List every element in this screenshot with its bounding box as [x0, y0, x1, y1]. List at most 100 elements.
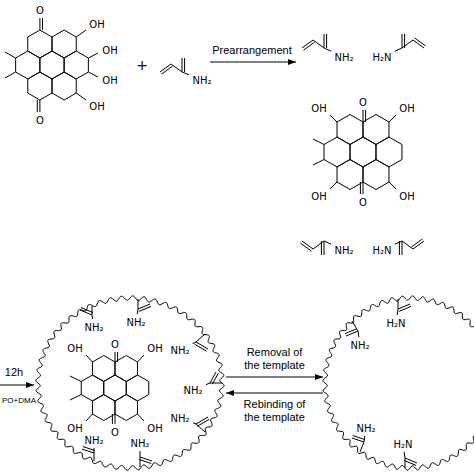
bond-line: [313, 139, 324, 145]
group-label: NH₂: [130, 438, 149, 449]
group-label: NH₂: [170, 413, 189, 424]
bond-line: [193, 342, 196, 344]
aromatic-ring: [363, 115, 389, 145]
double-bond-line: [139, 306, 151, 311]
double-bond-line: [353, 436, 365, 440]
atom-label: OH: [102, 75, 117, 86]
double-bond-line: [197, 419, 209, 426]
step-label: Removal of the template: [241, 346, 309, 372]
group-label: NH₂: [183, 385, 202, 396]
atom-label: OH: [399, 103, 414, 114]
double-bond-line: [117, 352, 118, 362]
bond-line: [76, 30, 86, 37]
bond-line: [138, 304, 150, 309]
bond-line: [405, 458, 406, 468]
bond-line: [182, 72, 189, 75]
aromatic-ring: [92, 356, 115, 382]
double-bond-line: [112, 414, 113, 424]
double-bond-line: [195, 344, 207, 351]
atom-label: H₂N: [372, 245, 391, 256]
double-bond-line: [404, 34, 405, 48]
bond-line: [313, 241, 324, 249]
atom-label: OH: [399, 191, 414, 202]
step-label: 12h: [5, 366, 23, 378]
bond-line: [5, 72, 16, 78]
reagent-label: PO+DMA: [2, 396, 36, 405]
double-bond-line: [360, 182, 361, 194]
bond-line: [88, 53, 98, 58]
group-label: OH: [147, 343, 162, 354]
double-bond-line: [411, 239, 422, 247]
bond-line: [86, 355, 93, 362]
double-bond-line: [365, 110, 366, 122]
double-bond-line: [399, 241, 400, 255]
atom-label: OH: [89, 19, 104, 30]
group-label: NH₂: [170, 345, 189, 356]
double-bond-line: [162, 66, 173, 74]
double-bond-line: [37, 100, 38, 112]
atom-label: O: [359, 197, 367, 208]
bond-line: [402, 34, 403, 48]
double-bond-line: [304, 42, 315, 50]
atom-label: O: [36, 115, 44, 126]
bond-line: [389, 182, 396, 189]
bond-line: [398, 304, 410, 309]
bond-line: [140, 451, 141, 457]
bond-line: [324, 34, 325, 48]
bond-line: [360, 442, 364, 452]
atom-label: OH: [102, 45, 117, 56]
bond-line: [86, 414, 93, 421]
process-arrow: [226, 377, 323, 378]
bond-line: [39, 18, 40, 30]
bond-line: [395, 241, 402, 244]
polymer-cavity: H₂NNH₂NH₂H₂N: [323, 296, 474, 472]
polymer-outline: [323, 296, 474, 470]
bond-line: [210, 383, 222, 384]
bond-line: [324, 48, 331, 51]
atom-label: O: [359, 97, 367, 108]
structure-group: [0, 18, 426, 468]
bond-line: [363, 182, 364, 194]
bond-line: [115, 352, 116, 362]
bond-line: [137, 309, 139, 314]
aromatic-ring: [81, 375, 104, 401]
bond-line: [389, 115, 396, 122]
bond-line: [395, 48, 402, 51]
atom-label: NH₂: [334, 245, 353, 256]
bond-line: [402, 241, 413, 249]
double-bond-line: [415, 38, 426, 46]
atom-label: OH: [311, 103, 326, 114]
group-label: OH: [147, 423, 162, 434]
aromatic-ring: [115, 356, 138, 382]
process-arrow: [0, 385, 34, 386]
bond-line: [92, 306, 93, 315]
group-label: NH₂: [126, 317, 145, 328]
aromatic-ring: [52, 30, 76, 58]
process-arrow: [226, 393, 323, 394]
bond-line: [94, 453, 95, 461]
bond-line: [313, 160, 324, 166]
bond-line: [196, 334, 205, 342]
atom-label: NH₂: [192, 75, 211, 86]
group-label: OH: [67, 423, 82, 434]
bond-line: [182, 58, 183, 72]
bond-line: [70, 376, 81, 382]
bond-line: [88, 72, 98, 77]
aromatic-ring: [324, 137, 350, 167]
aromatic-ring: [350, 137, 376, 167]
bond-line: [138, 355, 145, 362]
aromatic-ring: [337, 160, 363, 190]
bond-line: [330, 115, 337, 122]
bond-line: [39, 100, 40, 112]
aromatic-ring: [376, 137, 402, 167]
bond-line: [140, 457, 141, 467]
aromatic-ring: [115, 395, 138, 421]
bond-line: [70, 395, 81, 401]
aromatic-ring: [337, 115, 363, 145]
double-bond-line: [83, 447, 95, 451]
bond-line: [92, 315, 94, 319]
step-label: Rebinding of the template: [241, 398, 309, 424]
